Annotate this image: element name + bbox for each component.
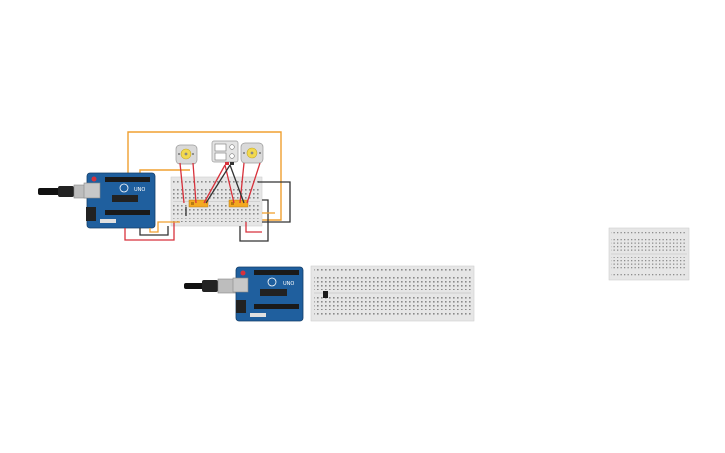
circuit-1: UNO (38, 131, 291, 242)
arduino-board-2[interactable]: UNO (232, 266, 304, 322)
board-label: UNO (283, 281, 294, 287)
board-label: UNO (134, 187, 145, 193)
wire-black[interactable] (139, 164, 291, 242)
component-chip[interactable] (323, 291, 328, 298)
battery-pack-icon[interactable] (211, 140, 239, 165)
breadboard-1[interactable] (170, 176, 263, 227)
dc-motor-icon[interactable] (240, 142, 264, 164)
wire-red[interactable] (124, 162, 262, 241)
motor-driver-icon[interactable] (188, 199, 209, 208)
usb-cable-icon[interactable] (184, 278, 239, 294)
circuit-2: UNO (184, 265, 475, 322)
motor-driver-icon[interactable] (228, 199, 249, 208)
wire-orange[interactable] (149, 212, 275, 233)
breadboard-3[interactable] (608, 227, 690, 281)
dc-motor-icon[interactable] (175, 144, 198, 165)
breadboard-2[interactable] (310, 265, 475, 322)
arduino-board-1[interactable]: UNO (83, 172, 156, 229)
